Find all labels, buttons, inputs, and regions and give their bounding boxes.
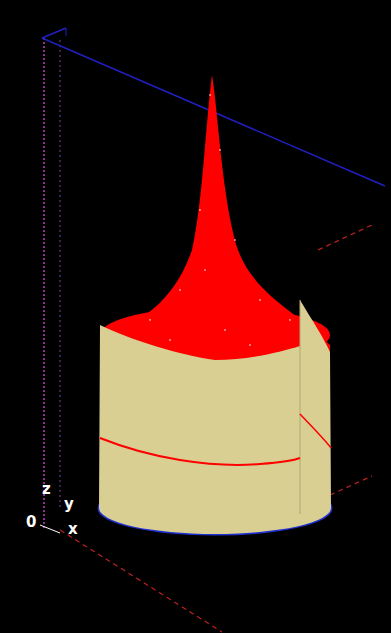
box-edge (66, 28, 67, 36)
sparkle-dots (149, 94, 291, 346)
surface-spike (102, 75, 330, 360)
y-axis-edge (318, 225, 372, 250)
axis-label: x (68, 522, 78, 537)
wall-seam (300, 300, 301, 514)
box-edge (42, 28, 66, 38)
axis-label: y (64, 497, 74, 512)
axis-label: 0 (26, 515, 36, 530)
axis-tick (40, 525, 60, 533)
box-edge (60, 40, 61, 510)
y-axis-edge (330, 476, 372, 495)
wall-curve (300, 414, 331, 448)
wall-curve (100, 438, 300, 465)
x-axis-edge (60, 530, 222, 632)
axis-label: z (42, 482, 51, 497)
z-axis-edge (43, 38, 45, 530)
cylinder-wall (99, 300, 331, 534)
